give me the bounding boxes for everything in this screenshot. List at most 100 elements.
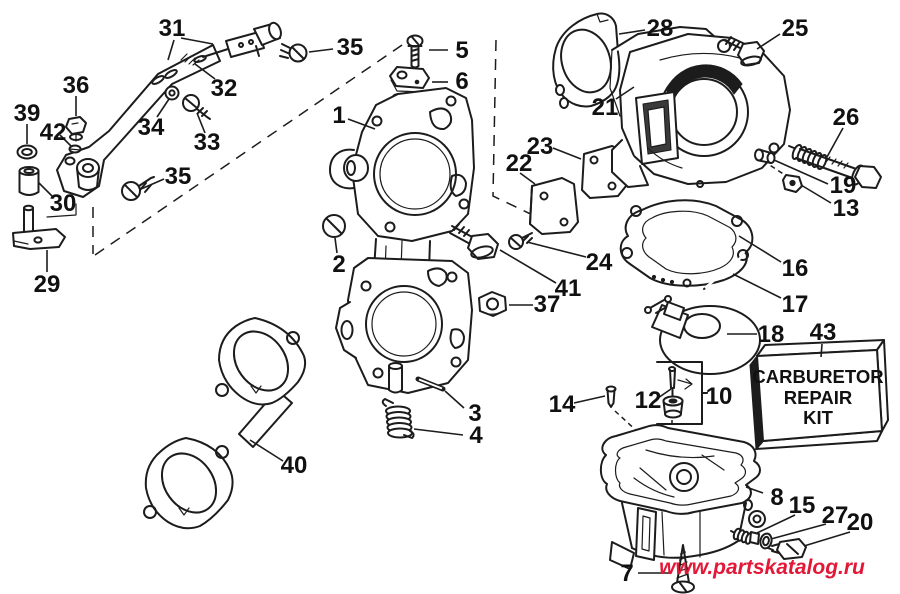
part-8-float-bowl (599, 424, 766, 570)
leader-line-16 (738, 235, 782, 263)
part-callout-15: 15 (789, 492, 816, 519)
leader-line-34 (156, 98, 170, 118)
part-7-screw (671, 544, 695, 594)
part-25-bolt (723, 36, 765, 67)
leader-line-43 (820, 343, 823, 358)
part-30-spacer (18, 166, 40, 196)
part-callout-21: 21 (592, 94, 619, 121)
part-callout-35: 35 (337, 34, 364, 61)
kit-box-line-2: REPAIR (784, 387, 853, 408)
part-5-screw (406, 34, 424, 69)
part-callout-27: 27 (822, 502, 849, 529)
part-callout-19: 19 (830, 172, 857, 199)
leader-line-24 (526, 241, 587, 258)
part-26-bolt-with-spring (788, 143, 882, 189)
leader-line-42 (59, 134, 72, 147)
leader-line-28 (618, 29, 646, 35)
leader-line-3 (444, 390, 465, 409)
leader-line-27 (770, 523, 827, 540)
part-callout-7: 7 (620, 560, 633, 587)
part-callout-26: 26 (833, 104, 860, 131)
part-callout-12: 12 (635, 387, 662, 414)
part-29-bracket (12, 204, 66, 250)
leader-line-8 (745, 486, 764, 494)
part-callout-35: 35 (165, 163, 192, 190)
part-callout-31: 31 (159, 15, 186, 42)
part-callout-41: 41 (555, 275, 582, 302)
part-6-plate (389, 66, 430, 93)
part-callout-30: 30 (50, 190, 77, 217)
part-12-needle-and-jet (662, 366, 693, 419)
leader-line-31 (167, 39, 175, 61)
part-callout-28: 28 (647, 15, 674, 42)
leader-line-30 (38, 182, 53, 197)
part-callout-34: 34 (138, 114, 165, 141)
part-28-gasket (552, 12, 621, 109)
leader-line-4 (413, 428, 464, 436)
leader-line-33 (196, 112, 206, 134)
part-callout-23: 23 (527, 133, 554, 160)
part-39-washer (16, 144, 38, 160)
part-4-spring (381, 398, 415, 439)
leader-line-22 (519, 172, 536, 185)
part-27-o-ring (759, 532, 773, 550)
part-13-nut (782, 174, 803, 193)
part-14-pin-screw (605, 385, 617, 408)
part-callout-8: 8 (770, 484, 783, 511)
part-35-screw-lower (121, 176, 155, 201)
part-42-clip (68, 144, 82, 154)
leader-line-41 (499, 249, 557, 284)
leader-line-13 (800, 184, 832, 204)
part-callout-22: 22 (506, 150, 533, 177)
part-1-carburetor-body (329, 87, 475, 394)
part-callout-25: 25 (782, 15, 809, 42)
part-3-pin (415, 376, 446, 392)
part-31-link-rod (202, 21, 282, 58)
leader-line-40 (249, 439, 284, 462)
leader-line-21 (615, 86, 635, 100)
part-33-screw (182, 94, 211, 120)
leader-lines (26, 29, 851, 574)
part-throttle-lever-arm (46, 44, 221, 218)
part-callout-24: 24 (586, 249, 613, 276)
watermark-text: www.partskatalog.ru (659, 556, 865, 579)
part-callout-33: 33 (194, 129, 221, 156)
part-callout-40: 40 (281, 452, 308, 479)
part-18-float (644, 295, 761, 375)
part-20-drain-screw (767, 538, 807, 560)
part-callout-4: 4 (469, 422, 483, 449)
part-callout-32: 32 (211, 75, 238, 102)
part-16-gasket (619, 199, 754, 288)
part-17-rod (703, 252, 747, 290)
part-21-carburetor-upper (609, 26, 791, 188)
part-callout-36: 36 (63, 72, 90, 99)
leader-line-2 (334, 237, 338, 254)
part-34-washer (164, 85, 180, 101)
part-41-bolt (449, 223, 499, 260)
leader-line-26 (826, 127, 844, 158)
part-37-nut (478, 291, 507, 317)
part-callout-29: 29 (34, 271, 61, 298)
part-callout-43: 43 (810, 319, 837, 346)
part-callout-3: 3 (468, 400, 481, 427)
part-callout-18: 18 (758, 321, 785, 348)
leader-line-32 (194, 63, 216, 80)
part-callout-2: 2 (332, 251, 345, 278)
part-callout-6: 6 (455, 68, 468, 95)
leader-line-31 (180, 37, 214, 45)
part-callout-1: 1 (332, 102, 345, 129)
leader-line-35 (140, 178, 165, 190)
leader-line-15 (756, 514, 796, 534)
part-callout-17: 17 (782, 291, 809, 318)
leader-line-17 (732, 273, 782, 299)
leader-line-35 (308, 48, 334, 53)
leader-line-19 (773, 159, 829, 185)
part-22-plate (529, 177, 579, 235)
bracket-10 (656, 361, 708, 425)
leader-line-12 (657, 388, 672, 399)
part-40-gasket-pair (143, 317, 307, 530)
part-callout-14: 14 (549, 391, 576, 418)
leader-line-20 (803, 531, 851, 547)
part-35-screw-upper (279, 43, 308, 63)
